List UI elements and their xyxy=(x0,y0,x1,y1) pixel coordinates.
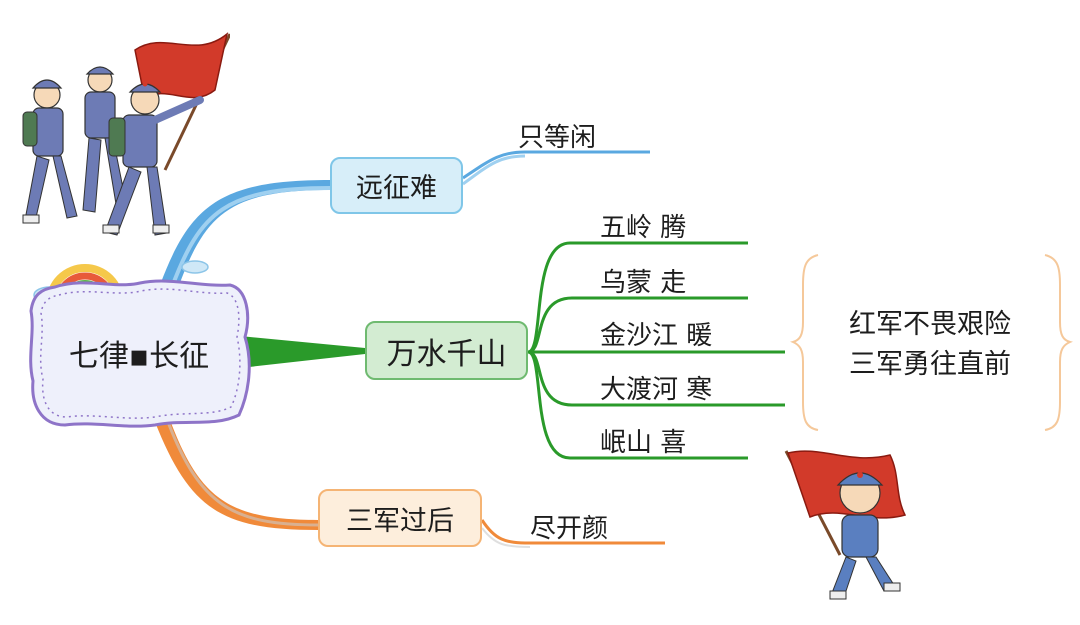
connector-branch-2-leaves xyxy=(527,241,785,460)
leaf-node[interactable]: 尽开颜 xyxy=(530,514,609,544)
branch-node-1[interactable]: 远征难 xyxy=(330,157,463,214)
leaf-node[interactable]: 金沙江 暖 xyxy=(600,321,713,351)
connector-branch-1-leaf xyxy=(462,150,650,180)
leaf-node[interactable]: 大渡河 寒 xyxy=(600,375,713,405)
leaf-node[interactable]: 五岭 腾 xyxy=(600,213,687,243)
branch-node-2[interactable]: 万水千山 xyxy=(365,321,528,380)
summary-text: 红军不畏艰险 三军勇往直前 xyxy=(815,305,1045,385)
summary-bracket xyxy=(790,254,1073,431)
child-soldier-illustration xyxy=(784,450,907,600)
leaf-node[interactable]: 岷山 喜 xyxy=(600,428,687,458)
small-cloud-icon xyxy=(181,260,209,274)
soldiers-marching-illustration xyxy=(22,32,230,236)
connector-branch-3-leaf xyxy=(480,519,665,545)
leaf-node[interactable]: 只等闲 xyxy=(518,123,597,153)
center-node[interactable]: 七律▪长征 xyxy=(68,339,210,374)
connector-center-to-branch-2 xyxy=(240,336,365,368)
branch-node-3[interactable]: 三军过后 xyxy=(318,489,482,547)
summary-line-2: 三军勇往直前 xyxy=(849,349,1011,380)
summary-line-1: 红军不畏艰险 xyxy=(849,309,1011,340)
center-cloud-shape xyxy=(29,279,251,428)
leaf-node[interactable]: 乌蒙 走 xyxy=(600,268,687,298)
